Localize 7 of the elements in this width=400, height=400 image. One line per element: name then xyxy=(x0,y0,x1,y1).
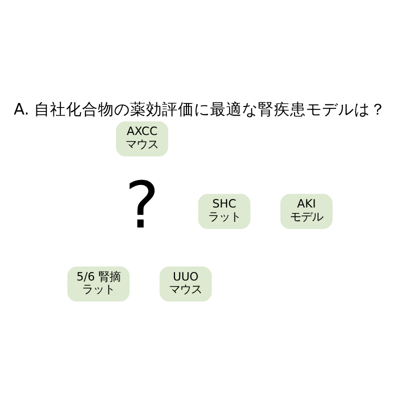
node-box: SHC ラット xyxy=(198,194,250,229)
node-box: AXCC マウス xyxy=(116,121,168,156)
label: ? xyxy=(125,168,160,244)
diagram-title: A. 自社化合物の薬効評価に最適な腎疾患モデルは？ xyxy=(14,99,386,118)
node-box: 5/6 腎摘 ラット xyxy=(67,266,130,302)
node-box: UUO マウス xyxy=(160,266,212,302)
node-box: AKI モデル xyxy=(280,194,333,229)
